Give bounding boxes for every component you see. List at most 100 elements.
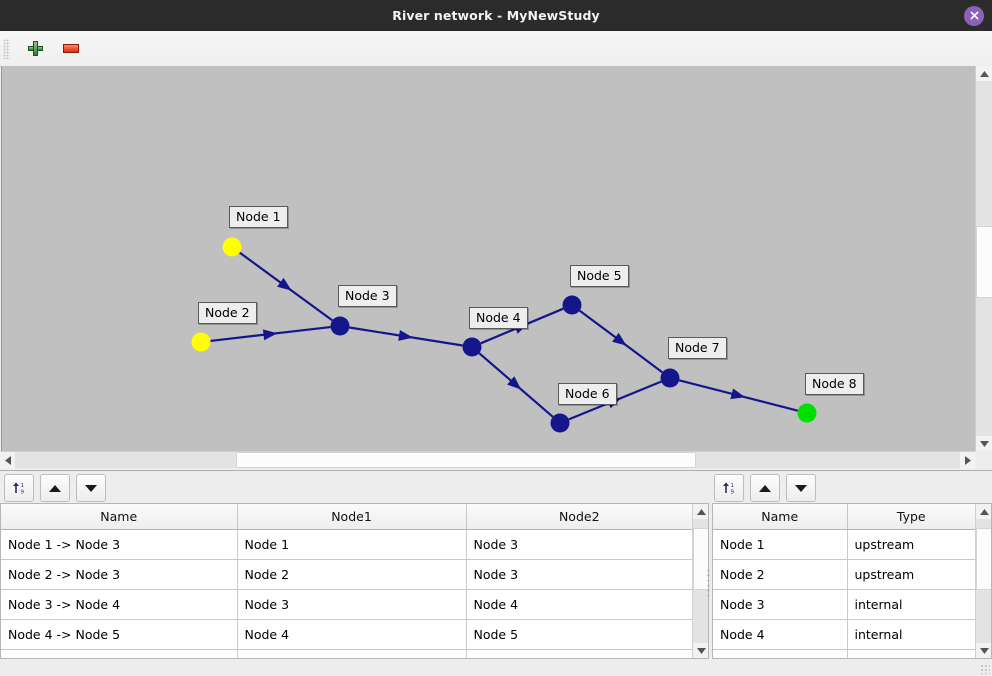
branch-cell[interactable]: Node 3 — [466, 559, 692, 590]
branch-cell[interactable]: Node 2 — [237, 559, 467, 590]
branch-cell[interactable]: Node 2 -> Node 3 — [1, 559, 238, 590]
node-table-vertical-scrollbar[interactable] — [975, 504, 991, 658]
branch-cell[interactable] — [1, 649, 238, 658]
node-label-node-3[interactable]: Node 3 — [338, 285, 397, 307]
triangle-up-icon — [759, 484, 771, 492]
graph-node-node-7[interactable] — [660, 368, 680, 388]
scroll-right-icon[interactable] — [960, 452, 975, 469]
node-vscroll-thumb[interactable] — [976, 528, 991, 590]
node-cell[interactable]: internal — [847, 619, 975, 650]
toolbar-grip[interactable] — [3, 38, 10, 59]
node-sort-button[interactable]: 1 9 — [714, 474, 744, 502]
vertical-splitter[interactable] — [703, 508, 713, 658]
branch-cell[interactable]: Node 3 — [237, 589, 467, 620]
sort-ascending-icon: 1 9 — [723, 482, 735, 496]
node-empty-row[interactable] — [713, 649, 975, 658]
svg-text:1: 1 — [21, 483, 25, 489]
branch-vscroll-thumb[interactable] — [693, 528, 708, 590]
scroll-down-icon[interactable] — [693, 643, 708, 658]
branch-cell[interactable]: Node 3 — [466, 529, 692, 560]
network-diagram-canvas[interactable]: Node 1 Node 2 Node 3 Node 4 Node 5 Node 6 Node… — [1, 66, 975, 451]
branch-cell[interactable]: Node 4 -> Node 5 — [1, 619, 238, 650]
branch-cell[interactable]: Node 1 -> Node 3 — [1, 529, 238, 560]
branch-column-header-node1[interactable]: Node1 — [237, 504, 467, 530]
node-cell[interactable] — [713, 649, 848, 658]
close-icon[interactable] — [964, 5, 984, 26]
node-label-node-6[interactable]: Node 6 — [558, 383, 617, 405]
window-title: River network - MyNewStudy — [392, 8, 600, 23]
resize-grip-icon[interactable] — [980, 664, 990, 674]
branch-cell[interactable]: Node 5 — [466, 619, 692, 650]
scroll-up-icon[interactable] — [976, 66, 992, 81]
svg-text:9: 9 — [731, 490, 735, 496]
graph-node-node-3[interactable] — [330, 316, 350, 336]
branch-column-header-node2[interactable]: Node2 — [466, 504, 692, 530]
node-cell[interactable]: Node 3 — [713, 589, 848, 620]
node-cell[interactable]: Node 2 — [713, 559, 848, 590]
scroll-down-icon[interactable] — [976, 643, 991, 658]
graph-node-node-5[interactable] — [562, 295, 582, 315]
branch-move-down-button[interactable] — [76, 474, 106, 502]
node-label-node-8[interactable]: Node 8 — [805, 373, 864, 395]
graph-node-node-8[interactable] — [797, 403, 817, 423]
branch-move-up-button[interactable] — [40, 474, 70, 502]
node-column-header-type[interactable]: Type — [847, 504, 975, 530]
branch-cell[interactable]: Node 3 -> Node 4 — [1, 589, 238, 620]
plus-icon — [27, 41, 43, 56]
scroll-up-icon[interactable] — [976, 504, 991, 519]
edge-arrow-icon — [507, 376, 522, 390]
edge-arrow-icon — [612, 332, 627, 346]
graph-node-node-2[interactable] — [191, 332, 211, 352]
graph-node-node-6[interactable] — [550, 413, 570, 433]
delete-node-button[interactable] — [56, 34, 86, 64]
splitter-grip-icon — [706, 568, 710, 598]
node-move-up-button[interactable] — [750, 474, 780, 502]
node-label-node-7[interactable]: Node 7 — [668, 337, 727, 359]
branch-sort-button[interactable]: 1 9 — [4, 474, 34, 502]
graph-vertical-scrollbar[interactable] — [975, 66, 992, 451]
node-cell[interactable]: upstream — [847, 559, 975, 590]
edge-arrow-icon — [277, 277, 292, 291]
sort-ascending-icon: 1 9 — [13, 482, 25, 496]
scroll-down-icon[interactable] — [976, 436, 992, 451]
node-cell[interactable]: upstream — [847, 529, 975, 560]
branch-cell[interactable]: Node 4 — [237, 619, 467, 650]
node-cell[interactable]: Node 1 — [713, 529, 848, 560]
branch-table-vertical-scrollbar[interactable] — [692, 504, 708, 658]
node-label-node-1[interactable]: Node 1 — [229, 206, 288, 228]
branch-empty-row[interactable] — [1, 649, 692, 658]
scroll-up-icon[interactable] — [693, 504, 708, 519]
branch-column-header-name[interactable]: Name — [1, 504, 238, 530]
node-column-header-name[interactable]: Name — [713, 504, 848, 530]
node-cell[interactable]: internal — [847, 589, 975, 620]
graph-node-node-4[interactable] — [462, 337, 482, 357]
graph-hscroll-thumb[interactable] — [236, 452, 696, 468]
node-label-node-2[interactable]: Node 2 — [198, 302, 257, 324]
node-label-node-4[interactable]: Node 4 — [469, 307, 528, 329]
branch-cell[interactable]: Node 4 — [466, 589, 692, 620]
node-move-down-button[interactable] — [786, 474, 816, 502]
scroll-left-icon[interactable] — [0, 452, 15, 469]
graph-horizontal-scrollbar[interactable] — [0, 451, 975, 469]
node-label-node-5[interactable]: Node 5 — [570, 265, 629, 287]
graph-node-node-1[interactable] — [222, 237, 242, 257]
add-node-button[interactable] — [20, 34, 50, 64]
node-cell[interactable] — [847, 649, 975, 658]
graph-vscroll-thumb[interactable] — [976, 226, 992, 298]
branch-cell[interactable]: Node 1 — [237, 529, 467, 560]
node-cell[interactable]: Node 4 — [713, 619, 848, 650]
branch-cell[interactable] — [237, 649, 467, 658]
branch-cell[interactable] — [466, 649, 692, 658]
